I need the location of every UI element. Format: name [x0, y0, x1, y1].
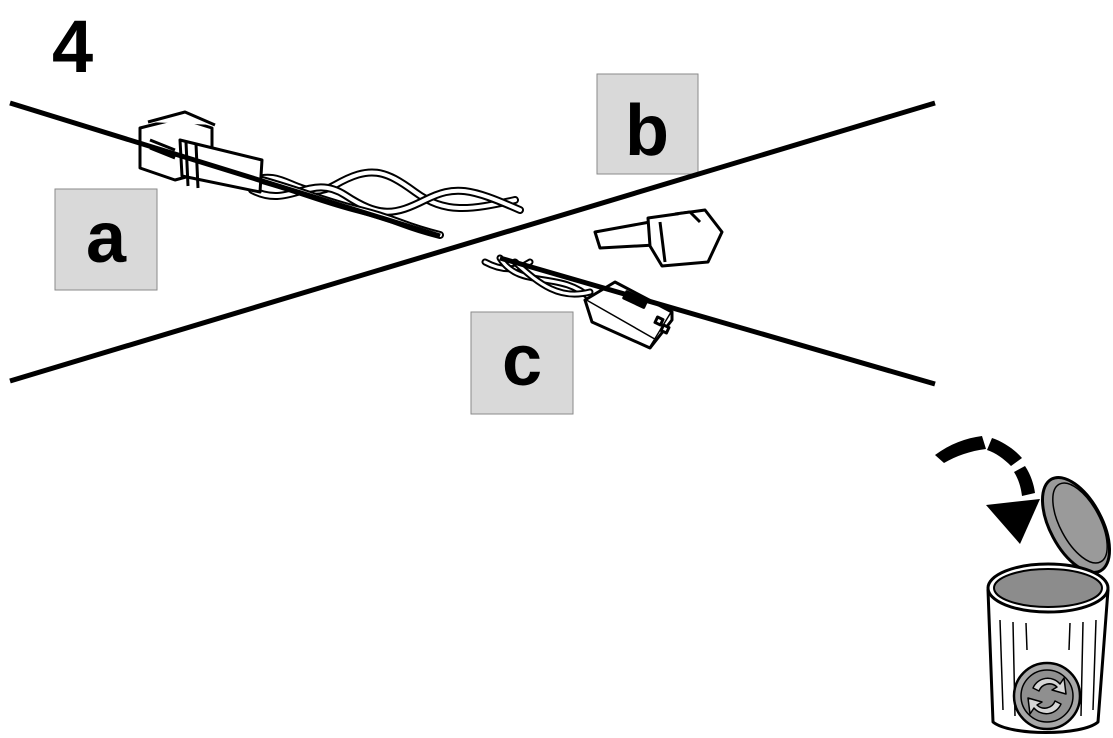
- cross-line-1b: [499, 255, 936, 387]
- recycle-bin-icon: [986, 475, 1112, 734]
- connector-c: [583, 280, 674, 350]
- cross-line-1a: [9, 100, 441, 239]
- label-a: a: [54, 188, 158, 291]
- label-b-text: b: [625, 91, 669, 171]
- label-c: c: [470, 311, 574, 415]
- label-a-text: a: [86, 198, 127, 278]
- cross-out-mark: [9, 100, 936, 387]
- cross-line-2: [9, 100, 936, 384]
- connector-a: [138, 110, 264, 194]
- curved-arrow-icon: [935, 436, 1040, 544]
- step-number: 4: [52, 5, 93, 88]
- connector-b: [593, 208, 724, 268]
- label-b: b: [596, 73, 699, 175]
- label-c-text: c: [502, 321, 542, 401]
